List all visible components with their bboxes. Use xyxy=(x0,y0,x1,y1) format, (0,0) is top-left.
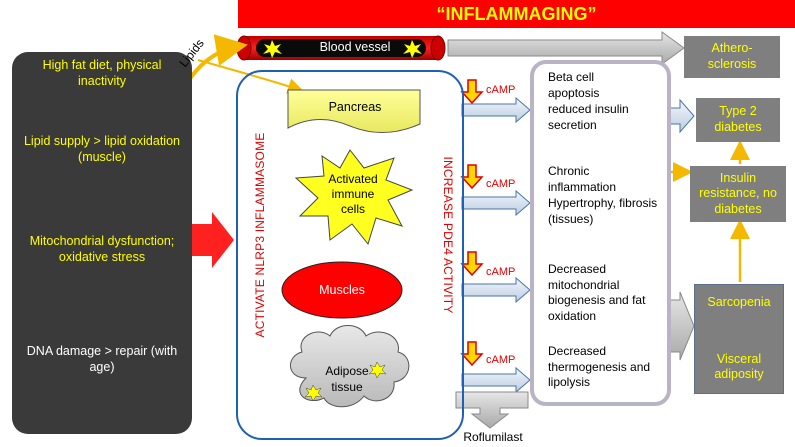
adipose-cloud xyxy=(290,325,410,408)
camp-label-1: cAMP xyxy=(486,84,516,96)
cell-tissue-box xyxy=(236,70,464,440)
cause-lipid-supply: Lipid supply > lipid oxidation (muscle) xyxy=(23,134,180,164)
spark-icon xyxy=(304,384,323,402)
effect-beta-cell: Beta cell apoptosis xyxy=(548,70,600,100)
ir-label: Insulin resistance, no diabetes xyxy=(699,170,777,216)
camp-label-3: cAMP xyxy=(486,266,516,278)
camp-arrows xyxy=(460,79,484,367)
inflammaging-banner: “INFLAMMAGING” xyxy=(238,0,795,28)
camp-label-4: cAMP xyxy=(486,354,516,366)
muscles-label: Muscles xyxy=(319,283,365,297)
camp-label-2: cAMP xyxy=(486,178,516,190)
blood-vessel-label: Blood vessel xyxy=(319,40,391,54)
roflumilast-arrow xyxy=(455,391,529,429)
gray-arrow-athero xyxy=(447,31,685,65)
effect-inflammation: Chronic inflammation xyxy=(548,164,617,194)
outcome-sarcopenia-box: Sarcopenia Visceral adiposity xyxy=(694,284,784,394)
effect-thermogenesis: Decreased thermogenesis and lipolysis xyxy=(548,344,651,390)
effect-mitochondrial: Decreased mitochondrial biogenesis and f… xyxy=(548,262,646,323)
visceral-label: Visceral adiposity xyxy=(714,351,764,382)
effect-hypertrophy: Hypertrophy, fibrosis (tissues) xyxy=(548,196,658,226)
adipose-label: Adipose tissue xyxy=(325,364,369,394)
effects-box xyxy=(530,60,671,406)
muscles-ellipse xyxy=(281,261,403,319)
nlrp3-label: ACTIVATE NLRP3 INFLAMMASOME xyxy=(253,132,267,338)
blue-arrows xyxy=(461,96,531,394)
cause-mitochondrial: Mitochondrial dysfunction; oxidative str… xyxy=(29,234,175,264)
roflumilast-label: Roflumilast xyxy=(463,430,523,444)
cause-diet: High fat diet, physical inactivity xyxy=(42,58,162,88)
sarcopenia-label: Sarcopenia xyxy=(707,295,771,309)
cause-dna-damage: DNA damage > repair (with age) xyxy=(26,344,178,374)
pancreas-label: Pancreas xyxy=(328,100,382,114)
immune-starburst xyxy=(294,149,414,246)
red-arrow xyxy=(183,212,234,268)
athero-label: Athero-sclerosis xyxy=(707,41,757,71)
outcome-type2-diabetes: Type 2 diabetes xyxy=(696,98,780,142)
left-cause-panel xyxy=(12,52,192,434)
pde4-label: INCREASE PDE4 ACTIVITY xyxy=(441,156,455,314)
spark-icon xyxy=(368,361,387,379)
effect-insulin-secretion: reduced insulin secretion xyxy=(548,102,629,132)
t2d-label: Type 2 diabetes xyxy=(714,104,762,134)
banner-title: “INFLAMMAGING” xyxy=(436,3,597,24)
outcome-insulin-resistance: Insulin resistance, no diabetes xyxy=(690,166,786,222)
spark-icon xyxy=(263,40,282,58)
spark-icon xyxy=(403,40,422,58)
immune-cells-label: Activated immune cells xyxy=(328,172,378,216)
outcome-atherosclerosis: Athero-sclerosis xyxy=(684,36,780,78)
pancreas-shape xyxy=(287,89,421,134)
